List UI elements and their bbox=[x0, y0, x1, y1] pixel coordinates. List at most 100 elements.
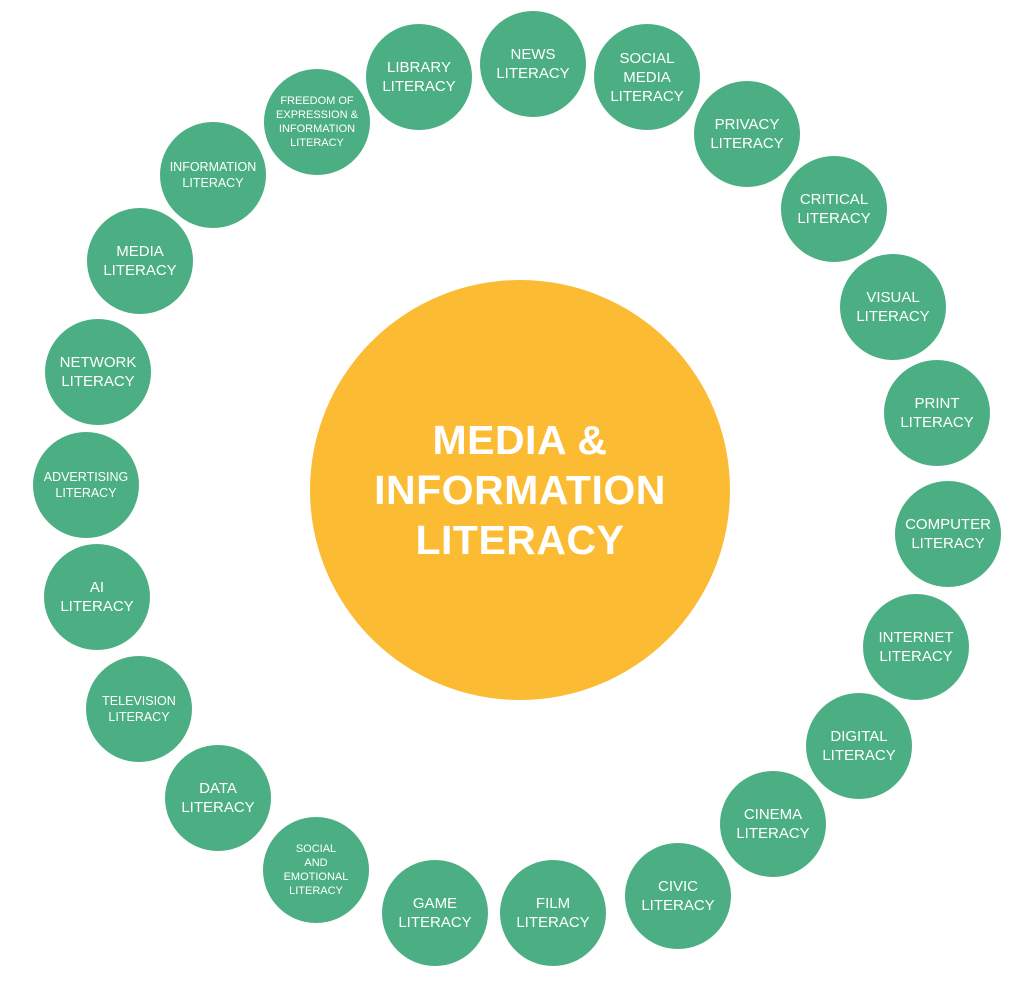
node-label: FREEDOM OF EXPRESSION & INFORMATION LITERAC… bbox=[276, 94, 358, 150]
node-label-line: LITERACY bbox=[710, 135, 784, 152]
node-label-line: LITERACY bbox=[900, 414, 974, 431]
node-label-line: LITERACY bbox=[911, 535, 985, 552]
node-label-line: EXPRESSION & bbox=[276, 109, 358, 121]
node-label-line: LITERACY bbox=[822, 747, 896, 764]
node-label-line: LITERACY bbox=[61, 373, 135, 390]
node-label-line: LITERACY bbox=[289, 885, 343, 897]
node-label-line: MEDIA bbox=[116, 243, 164, 260]
node-label-line: LITERACY bbox=[108, 710, 170, 724]
node-print-literacy: PRINT LITERACY bbox=[884, 360, 990, 466]
node-computer-literacy: COMPUTER LITERACY bbox=[895, 481, 1001, 587]
node-label: PRIVACY LITERACY bbox=[710, 115, 783, 153]
node-television-literacy: TELEVISION LITERACY bbox=[86, 656, 192, 762]
node-label-line: LIBRARY bbox=[387, 59, 451, 76]
node-label-line: LITERACY bbox=[103, 262, 177, 279]
node-label: CRITICAL LITERACY bbox=[797, 190, 870, 228]
node-game-literacy: GAME LITERACY bbox=[382, 860, 488, 966]
node-data-literacy: DATA LITERACY bbox=[165, 745, 271, 851]
center-title-line: LITERACY bbox=[415, 517, 625, 563]
node-label-line: LITERACY bbox=[516, 914, 590, 931]
node-label-line: CIVIC bbox=[657, 878, 698, 895]
node-label: NEWS LITERACY bbox=[496, 45, 569, 83]
node-label-line: INFORMATION bbox=[169, 160, 257, 174]
node-label: ADVERTISING LITERACY bbox=[44, 469, 129, 501]
node-civic-literacy: CIVIC LITERACY bbox=[625, 843, 731, 949]
node-label-line: MEDIA bbox=[623, 68, 671, 86]
node-label-line: LITERACY bbox=[382, 78, 456, 95]
node-label-line: DIGITAL bbox=[830, 728, 888, 745]
node-freedom-of-expression-literacy: FREEDOM OF EXPRESSION & INFORMATION LITERAC… bbox=[264, 69, 370, 175]
node-privacy-literacy: PRIVACY LITERACY bbox=[694, 81, 800, 187]
node-visual-literacy: VISUAL LITERACY bbox=[840, 254, 946, 360]
node-news-literacy: NEWS LITERACY bbox=[480, 11, 586, 117]
node-label-line: NEWS bbox=[510, 46, 556, 63]
node-label-line: ADVERTISING bbox=[43, 470, 129, 484]
node-label-line: LITERACY bbox=[496, 65, 570, 82]
node-network-literacy: NETWORK LITERACY bbox=[45, 319, 151, 425]
node-critical-literacy: CRITICAL LITERACY bbox=[781, 156, 887, 262]
node-label-line: VISUAL bbox=[866, 289, 920, 306]
node-label-line: CINEMA bbox=[743, 806, 803, 823]
node-label: LIBRARY LITERACY bbox=[382, 58, 455, 96]
node-label-line: LITERACY bbox=[60, 598, 134, 615]
node-label-line: LITERACY bbox=[181, 799, 255, 816]
node-label: MEDIA LITERACY bbox=[103, 242, 176, 280]
node-label-line: LITERACY bbox=[610, 87, 684, 105]
node-ai-literacy: AI LITERACY bbox=[44, 544, 150, 650]
node-label-line: TELEVISION bbox=[102, 694, 176, 708]
node-label-line: LITERACY bbox=[641, 897, 715, 914]
node-label-line: FREEDOM OF bbox=[280, 95, 354, 107]
node-label-line: NETWORK bbox=[59, 354, 137, 371]
node-label: CINEMA LITERACY bbox=[736, 805, 809, 843]
node-media-literacy: MEDIA LITERACY bbox=[87, 208, 193, 314]
node-label-line: SOCIAL bbox=[295, 843, 337, 855]
node-label: AI LITERACY bbox=[60, 578, 133, 616]
node-label: GAME LITERACY bbox=[398, 894, 471, 932]
node-label-line: LITERACY bbox=[797, 210, 871, 227]
node-label-line: LITERACY bbox=[879, 648, 953, 665]
node-label-line: CRITICAL bbox=[799, 191, 869, 208]
node-label-line: LITERACY bbox=[290, 137, 344, 149]
node-label-line: LITERACY bbox=[856, 308, 930, 325]
node-label: VISUAL LITERACY bbox=[856, 288, 929, 326]
node-label-line: LITERACY bbox=[182, 176, 244, 190]
node-label-line: PRIVACY bbox=[714, 116, 780, 133]
node-label: TELEVISION LITERACY bbox=[102, 693, 176, 725]
center-title-line: MEDIA & bbox=[432, 417, 608, 463]
node-label: SOCIAL AND EMOTIONAL LITERACY bbox=[284, 842, 349, 898]
node-label-line: LITERACY bbox=[55, 486, 117, 500]
node-label: PRINT LITERACY bbox=[900, 394, 973, 432]
node-label-line: LITERACY bbox=[398, 914, 472, 931]
node-label: DIGITAL LITERACY bbox=[822, 727, 895, 765]
node-label: CIVIC LITERACY bbox=[641, 877, 714, 915]
node-digital-literacy: DIGITAL LITERACY bbox=[806, 693, 912, 799]
node-label: FILM LITERACY bbox=[516, 894, 589, 932]
node-label-line: FILM bbox=[535, 895, 571, 912]
node-label-line: GAME bbox=[412, 895, 458, 912]
node-library-literacy: LIBRARY LITERACY bbox=[366, 24, 472, 130]
node-label-line: AND bbox=[304, 857, 328, 869]
node-label-line: PRINT bbox=[914, 395, 960, 412]
node-label: DATA LITERACY bbox=[181, 779, 254, 817]
node-information-literacy: INFORMATION LITERACY bbox=[160, 122, 266, 228]
node-label-line: EMOTIONAL bbox=[283, 871, 349, 883]
node-label-line: SOCIAL bbox=[619, 49, 675, 67]
node-label-line: INFORMATION bbox=[278, 123, 356, 135]
node-label-line: LITERACY bbox=[736, 825, 810, 842]
node-label-line: AI bbox=[89, 579, 105, 596]
node-social-emotional-literacy: SOCIAL AND EMOTIONAL LITERACY bbox=[263, 817, 369, 923]
node-label: COMPUTER LITERACY bbox=[905, 515, 991, 553]
node-cinema-literacy: CINEMA LITERACY bbox=[720, 771, 826, 877]
node-label-line: DATA bbox=[199, 780, 237, 797]
node-label: NETWORK LITERACY bbox=[60, 353, 137, 391]
node-label-line: COMPUTER bbox=[905, 516, 991, 533]
node-label: INFORMATION LITERACY bbox=[170, 159, 257, 191]
node-advertising-literacy: ADVERTISING LITERACY bbox=[33, 432, 139, 538]
